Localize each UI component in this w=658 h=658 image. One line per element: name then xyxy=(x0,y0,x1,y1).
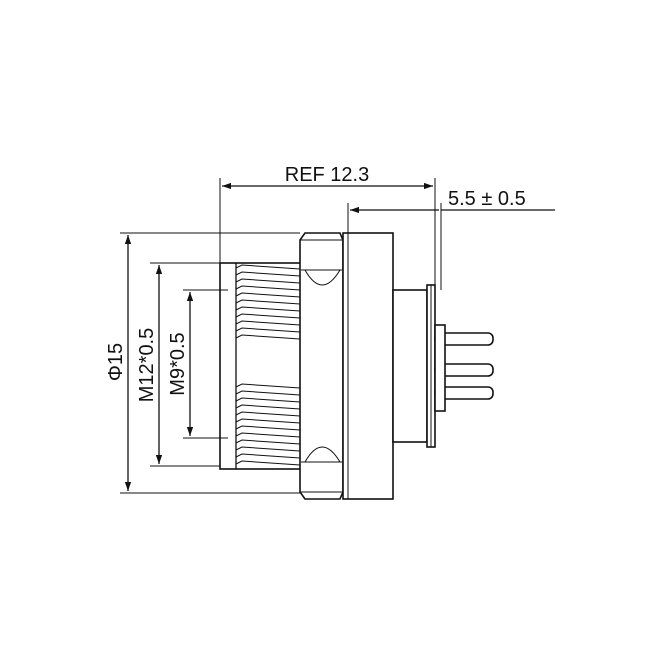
outer-thread-label: M12*0.5 xyxy=(136,328,158,403)
flange xyxy=(342,232,394,500)
dimension-outer-thread: M12*0.5 xyxy=(136,262,220,467)
inner-thread-label: M9*0.5 xyxy=(167,332,189,395)
pin-block xyxy=(434,324,446,412)
ref-length-label: REF 12.3 xyxy=(285,164,369,186)
dimension-inner-thread: M9*0.5 xyxy=(167,289,228,439)
dimension-ref-length: REF 12.3 xyxy=(219,164,436,285)
pin-length-label: 5.5 ± 0.5 xyxy=(448,188,526,210)
outer-diameter-label: Φ15 xyxy=(105,343,127,381)
dimension-pin-length: 5.5 ± 0.5 xyxy=(347,188,555,290)
connector-body xyxy=(219,232,494,500)
pins xyxy=(434,324,494,412)
rear-housing xyxy=(392,289,428,443)
threaded-barrel xyxy=(219,262,306,470)
dimension-outer-diameter: Φ15 xyxy=(105,232,300,494)
